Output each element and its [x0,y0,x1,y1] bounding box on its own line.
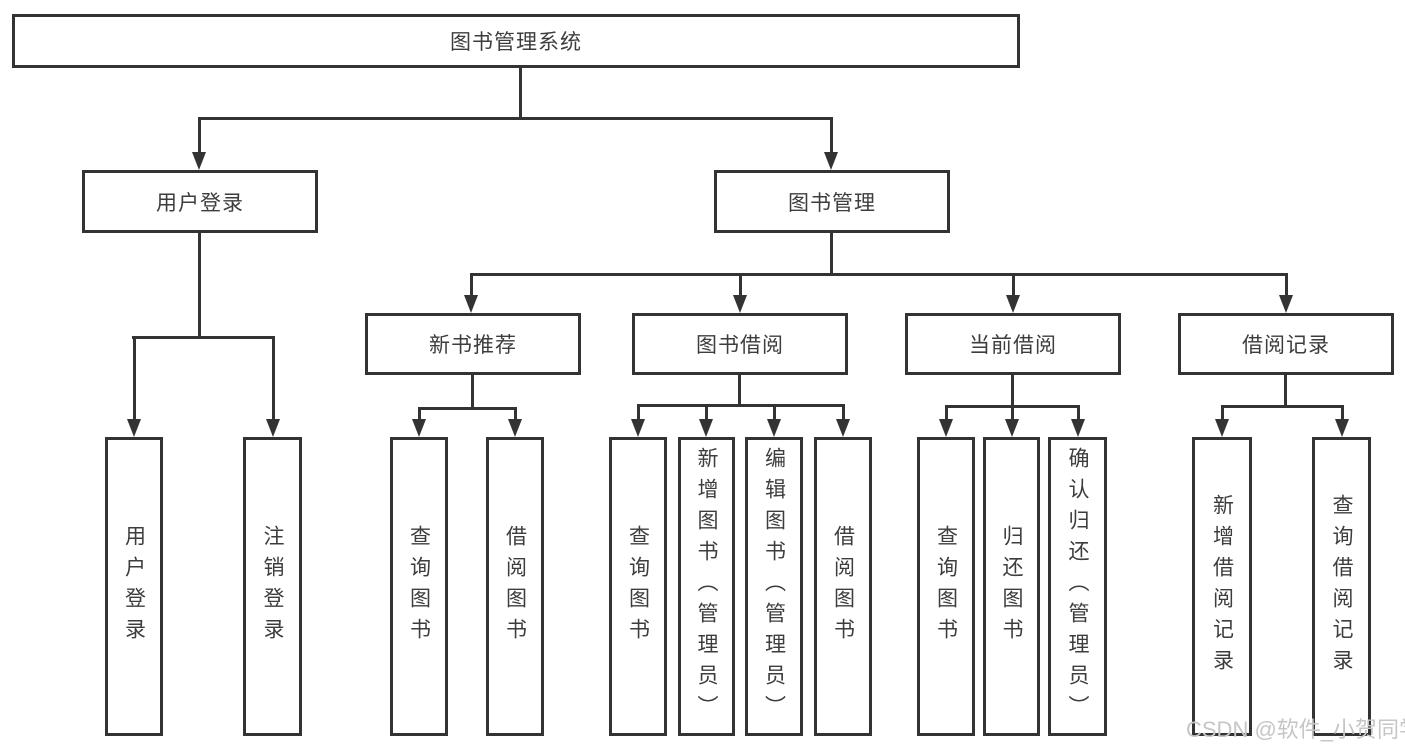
node-label: 新增图书（管理员） [695,447,718,726]
arrow-down-icon [1335,419,1349,437]
node-label: 图书管理 [788,191,876,215]
arrow-down-icon [699,419,713,437]
connector-line [470,273,1288,276]
leaf-query-books-current: 查询图书 [917,437,975,736]
node-label: 查询借阅记录 [1330,493,1353,680]
connector-line [418,407,421,423]
connector-line [132,336,275,339]
connector-line [198,117,201,155]
arrow-down-icon [127,419,141,437]
connector-line [198,233,201,338]
arrow-down-icon [1006,295,1020,313]
node-label: 借阅图书 [503,524,527,649]
node-label: 新书推荐 [429,334,517,357]
connector-line [418,407,516,410]
connector-line [738,375,741,407]
node-label: 图书借阅 [696,334,784,357]
connector-line [830,233,833,275]
watermark: CSDN @软件_小贺同学 [1186,717,1405,742]
arrow-down-icon [767,419,781,437]
node-label: 用户登录 [122,524,146,649]
connector-line [272,336,275,424]
node-label: 确认归还（管理员） [1066,447,1089,726]
leaf-add-borrow-record: 新增借阅记录 [1192,437,1252,736]
leaf-query-books-borrowing: 查询图书 [609,437,667,736]
connector-line [705,404,708,423]
node-book-management: 图书管理 [714,170,950,233]
node-label: 新增借阅记录 [1210,493,1234,680]
leaf-edit-books-admin: 编辑图书（管理员） [745,437,803,736]
arrow-down-icon [266,419,280,437]
node-library-management-system: 图书管理系统 [12,14,1020,68]
node-label: 查询图书 [407,524,431,649]
leaf-query-borrow-record: 查询借阅记录 [1312,437,1371,736]
leaf-logout: 注销登录 [243,437,302,736]
node-borrowing-records: 借阅记录 [1178,313,1394,375]
connector-line [842,404,845,423]
connector-line [519,68,522,120]
connector-line [1341,405,1344,423]
connector-line [133,336,136,424]
node-label: 注销登录 [261,524,284,649]
connector-line [945,405,948,423]
connector-line [1077,405,1080,423]
node-user-login: 用户登录 [82,170,318,233]
arrow-down-icon [192,152,206,170]
leaf-confirm-return-admin: 确认归还（管理员） [1048,437,1107,736]
connector-line [514,407,517,423]
connector-line [773,404,776,423]
leaf-user-login: 用户登录 [105,437,163,736]
connector-line [830,117,833,155]
connector-line [1221,405,1224,423]
leaf-borrow-books-recommend: 借阅图书 [486,437,544,736]
connector-line [1221,405,1343,408]
node-label: 用户登录 [156,191,244,215]
arrow-down-icon [733,295,747,313]
connector-line [1011,405,1014,423]
leaf-add-books-admin: 新增图书（管理员） [678,437,735,736]
connector-line [198,117,832,120]
arrow-down-icon [1071,419,1085,437]
arrow-down-icon [939,419,953,437]
connector-line [637,404,844,407]
leaf-borrow-books: 借阅图书 [814,437,872,736]
node-label: 查询图书 [626,524,650,649]
arrow-down-icon [464,295,478,313]
arrow-down-icon [1279,295,1293,313]
connector-line [739,273,742,299]
node-label: 归还图书 [1000,524,1023,649]
arrow-down-icon [508,419,522,437]
node-label: 编辑图书（管理员） [762,447,786,726]
arrow-down-icon [836,419,850,437]
connector-line [637,404,640,423]
node-new-book-recommendation: 新书推荐 [365,313,581,375]
connector-line [1284,375,1287,407]
node-label: 查询图书 [934,524,958,649]
arrow-down-icon [824,152,838,170]
connector-line [470,273,473,299]
node-label: 借阅图书 [831,524,855,649]
node-current-borrowing: 当前借阅 [905,313,1121,375]
arrow-down-icon [631,419,645,437]
connector-line [471,375,474,409]
connector-line [1011,375,1014,407]
node-label: 当前借阅 [969,334,1057,357]
connector-line [1285,273,1288,299]
leaf-return-books: 归还图书 [983,437,1040,736]
arrow-down-icon [412,419,426,437]
connector-line [1012,273,1015,299]
node-book-borrowing: 图书借阅 [632,313,848,375]
node-label: 借阅记录 [1242,334,1330,357]
arrow-down-icon [1215,419,1229,437]
leaf-query-books-recommend: 查询图书 [390,437,448,736]
arrow-down-icon [1005,419,1019,437]
node-label: 图书管理系统 [450,31,582,54]
